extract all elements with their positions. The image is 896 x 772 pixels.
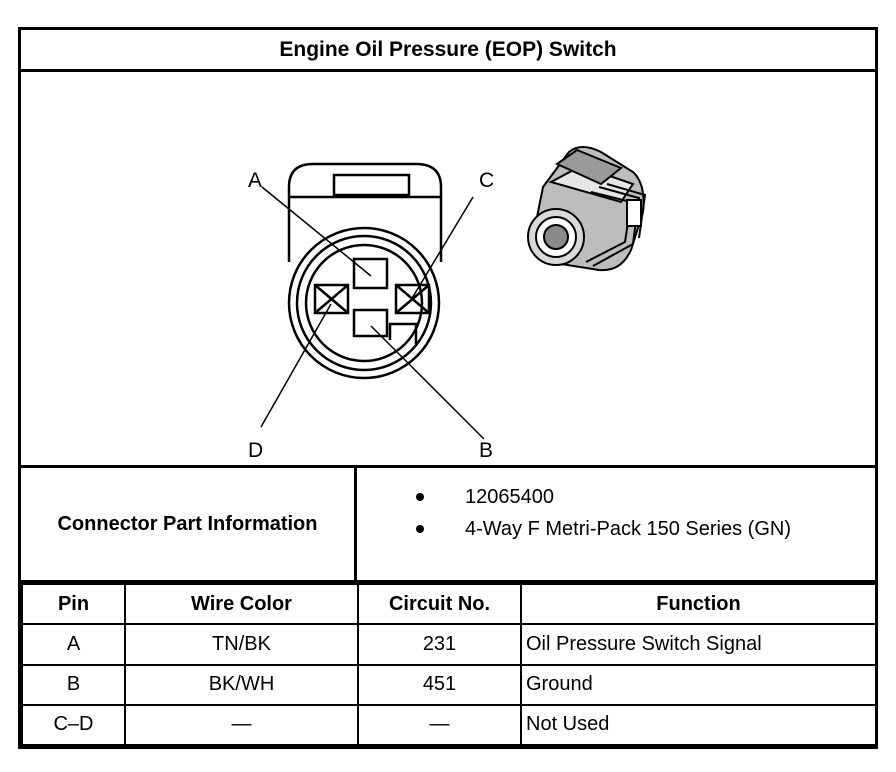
page-title: Engine Oil Pressure (EOP) Switch: [21, 30, 875, 72]
cell-function: Ground: [520, 663, 877, 706]
connector-part-number: 12065400: [465, 485, 554, 508]
pin-label-b: B: [479, 439, 493, 462]
connector-info-label: Connector Part Information: [21, 468, 357, 580]
diagram-frame: Engine Oil Pressure (EOP) Switch: [18, 27, 878, 749]
cell-pin: A: [21, 623, 126, 666]
connector-info-list: 12065400 4-Way F Metri-Pack 150 Series (…: [357, 468, 875, 580]
terminal-b-cavity: [352, 308, 389, 338]
terminal-a-cavity: [352, 257, 389, 290]
connector-info-row: Connector Part Information 12065400 4-Wa…: [21, 465, 875, 583]
connector-outer-ring: [287, 226, 441, 380]
bullet-icon: [416, 493, 424, 501]
connector-key-notch: [388, 322, 418, 344]
cell-pin: B: [21, 663, 126, 706]
cell-wire-color: BK/WH: [124, 663, 359, 706]
pin-label-a: A: [248, 169, 262, 192]
header-pin: Pin: [21, 582, 126, 626]
table-row: B BK/WH 451 Ground: [21, 663, 877, 706]
connector-face-drawing: A C D B: [248, 146, 647, 462]
table-row: C–D — — Not Used: [21, 703, 877, 747]
header-circuit-no: Circuit No.: [357, 582, 522, 626]
cell-function: Not Used: [520, 703, 877, 747]
pin-label-c: C: [479, 169, 494, 192]
list-item: 12065400: [357, 482, 875, 512]
list-item: 4-Way F Metri-Pack 150 Series (GN): [357, 514, 875, 544]
terminal-d-cavity: [313, 283, 350, 315]
cell-circuit-no: —: [357, 703, 522, 747]
cell-function: Oil Pressure Switch Signal: [520, 623, 877, 666]
connector-inner-ring: [304, 243, 424, 363]
leader-line-b: [370, 325, 485, 440]
header-function: Function: [520, 582, 877, 626]
connector-diagram: A C D B: [21, 72, 875, 465]
header-wire-color: Wire Color: [124, 582, 359, 626]
connector-latch-window: [332, 173, 411, 197]
terminal-c-cavity: [394, 283, 431, 315]
table-row: A TN/BK 231 Oil Pressure Switch Signal: [21, 623, 877, 666]
connector-middle-ring: [295, 234, 433, 372]
bullet-icon: [416, 525, 424, 533]
pin-label-d: D: [248, 439, 263, 462]
table-header-row: Pin Wire Color Circuit No. Function: [21, 582, 877, 626]
leader-line-d: [260, 303, 332, 428]
connector-latch-outline: [287, 162, 443, 262]
cell-wire-color: —: [124, 703, 359, 747]
cell-circuit-no: 231: [357, 623, 522, 666]
connector-description: 4-Way F Metri-Pack 150 Series (GN): [465, 517, 791, 540]
leader-line-c: [410, 196, 474, 301]
pin-table: Pin Wire Color Circuit No. Function A TN…: [21, 582, 877, 747]
cell-wire-color: TN/BK: [124, 623, 359, 666]
leader-line-a: [261, 186, 372, 277]
connector-photo-icon: [527, 146, 647, 272]
cell-pin: C–D: [21, 703, 126, 747]
cell-circuit-no: 451: [357, 663, 522, 706]
